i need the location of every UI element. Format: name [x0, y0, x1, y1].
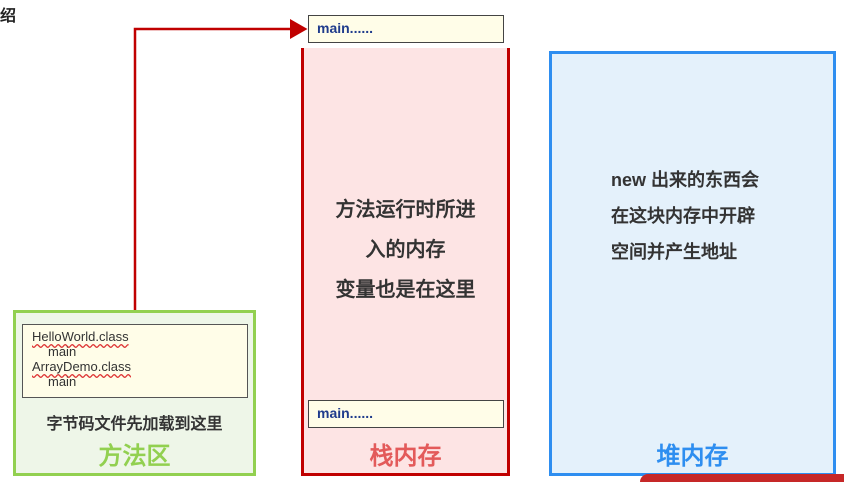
class-file-name: HelloWorld.class — [32, 329, 129, 344]
heap-memory-box — [549, 51, 836, 476]
class-method-name: main — [48, 374, 77, 389]
heap-description-line: 空间并产生地址 — [611, 242, 737, 262]
corner-heading-fragment: 绍 — [0, 8, 17, 25]
heap-title: 堆内存 — [656, 443, 729, 470]
stack-frame-bottom: main...... — [308, 400, 504, 428]
heap-description-line: new 出来的东西会 — [611, 170, 760, 190]
stack-description-line: 变量也是在这里 — [335, 279, 476, 301]
class-file-list: HelloWorld.class main ArrayDemo.class ma… — [22, 324, 248, 398]
stack-frame-top: main...... — [308, 15, 504, 43]
stack-description-line: 方法运行时所进 — [335, 199, 476, 221]
heap-description: new 出来的东西会 在这块内存中开辟 空间并产生地址 — [611, 162, 831, 270]
stack-description: 方法运行时所进 入的内存 变量也是在这里 — [301, 190, 510, 310]
class-file-name: ArrayDemo.class — [32, 359, 131, 374]
stack-description-line: 入的内存 — [365, 239, 446, 261]
class-method-name: main — [48, 344, 77, 359]
heap-description-line: 在这块内存中开辟 — [611, 206, 755, 226]
method-area-title: 方法区 — [98, 443, 171, 470]
stack-title: 栈内存 — [369, 443, 442, 470]
method-area-caption: 字节码文件先加载到这里 — [46, 416, 223, 433]
decorative-strip — [640, 474, 844, 482]
